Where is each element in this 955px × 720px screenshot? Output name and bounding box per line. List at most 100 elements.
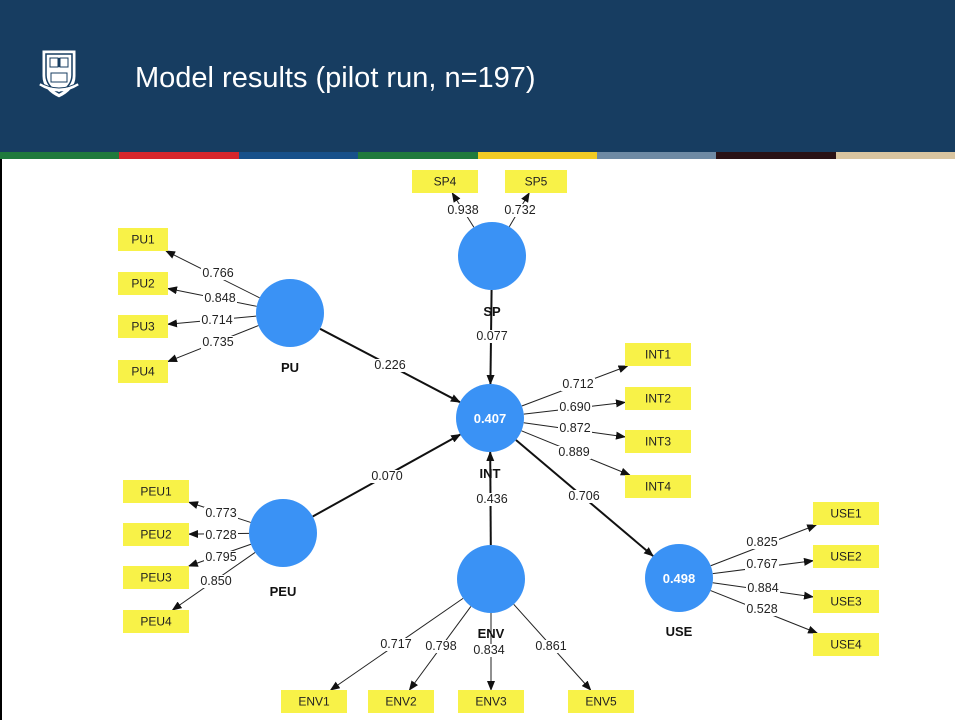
latent-node-int[interactable] [456, 384, 524, 452]
loading-value-bg [199, 575, 233, 588]
loading-value-pu1: 0.766 [202, 266, 233, 280]
path-coef-bg [475, 330, 509, 343]
latent-node-peu[interactable] [249, 499, 317, 567]
indicator-box-env3[interactable] [458, 690, 524, 713]
latent-node-pu[interactable] [256, 279, 324, 347]
indicator-label-env5: ENV5 [585, 695, 617, 709]
loading-value-env5: 0.861 [535, 639, 566, 653]
indicator-label-env2: ENV2 [385, 695, 417, 709]
path-coef-env-to-int: 0.436 [476, 492, 507, 506]
path-coef-bg [370, 470, 404, 483]
loading-value-use1: 0.825 [746, 535, 777, 549]
indicator-box-pu1[interactable] [118, 228, 168, 251]
indicator-label-peu1: PEU1 [140, 485, 172, 499]
latent-label-env: ENV [478, 626, 505, 641]
indicator-box-env5[interactable] [568, 690, 634, 713]
color-stripe-bar [0, 152, 955, 159]
indicator-box-use4[interactable] [813, 633, 879, 656]
indicator-label-use3: USE3 [830, 595, 862, 609]
r-squared-use: 0.498 [663, 571, 696, 586]
loading-value-pu2: 0.848 [204, 291, 235, 305]
loading-value-bg [503, 204, 537, 217]
latent-label-use: USE [666, 624, 693, 639]
indicator-box-pu2[interactable] [118, 272, 168, 295]
indicator-label-pu1: PU1 [131, 233, 155, 247]
loading-value-bg [201, 336, 235, 349]
color-stripe-5 [477, 152, 597, 159]
loading-value-bg [204, 529, 238, 542]
indicator-label-sp4: SP4 [434, 175, 457, 189]
color-stripe-6 [596, 152, 717, 159]
loading-value-int4: 0.889 [558, 445, 589, 459]
loading-value-peu4: 0.850 [200, 574, 231, 588]
indicator-box-int2[interactable] [625, 387, 691, 410]
loading-value-use4: 0.528 [746, 602, 777, 616]
loading-value-bg [379, 638, 413, 651]
indicator-label-peu2: PEU2 [140, 528, 172, 542]
indicator-label-use2: USE2 [830, 550, 862, 564]
indicator-box-sp4[interactable] [412, 170, 478, 193]
loading-value-env2: 0.798 [425, 639, 456, 653]
loading-value-bg [534, 640, 568, 653]
loading-value-bg [201, 267, 235, 280]
latent-label-pu: PU [281, 360, 299, 375]
indicator-box-int1[interactable] [625, 343, 691, 366]
loading-value-pu4: 0.735 [202, 335, 233, 349]
indicator-label-env3: ENV3 [475, 695, 507, 709]
indicator-label-peu3: PEU3 [140, 571, 172, 585]
indicator-box-sp5[interactable] [505, 170, 567, 193]
latent-node-env[interactable] [457, 545, 525, 613]
r-squared-int: 0.407 [474, 411, 507, 426]
indicator-box-peu3[interactable] [123, 566, 189, 589]
loading-value-peu1: 0.773 [205, 506, 236, 520]
latent-node-sp[interactable] [458, 222, 526, 290]
loading-value-use2: 0.767 [746, 557, 777, 571]
indicator-box-pu3[interactable] [118, 315, 168, 338]
indicator-box-use1[interactable] [813, 502, 879, 525]
indicator-box-env1[interactable] [281, 690, 347, 713]
latent-node-use[interactable] [645, 544, 713, 612]
path-coef-bg [567, 490, 601, 503]
indicator-label-pu3: PU3 [131, 320, 155, 334]
loading-value-bg [558, 401, 592, 414]
loading-value-sp4: 0.938 [447, 203, 478, 217]
loading-value-bg [557, 446, 591, 459]
indicator-box-pu4[interactable] [118, 360, 168, 383]
color-stripe-3 [238, 152, 359, 159]
loading-value-bg [204, 507, 238, 520]
indicator-box-use2[interactable] [813, 545, 879, 568]
university-crest-icon [38, 46, 80, 100]
slide-header: Model results (pilot run, n=197) [0, 0, 955, 152]
indicator-box-int4[interactable] [625, 475, 691, 498]
color-stripe-2 [119, 152, 239, 159]
loading-value-bg [561, 378, 595, 391]
indicator-label-int4: INT4 [645, 480, 671, 494]
path-coef-bg [475, 493, 509, 506]
indicator-label-int3: INT3 [645, 435, 671, 449]
indicator-box-use3[interactable] [813, 590, 879, 613]
loading-value-bg [200, 314, 234, 327]
indicator-box-peu2[interactable] [123, 523, 189, 546]
loading-value-env3: 0.834 [473, 643, 504, 657]
indicator-box-int3[interactable] [625, 430, 691, 453]
loading-value-int2: 0.690 [559, 400, 590, 414]
indicator-box-peu1[interactable] [123, 480, 189, 503]
loading-value-bg [424, 640, 458, 653]
path-coef-sp-to-int: 0.077 [476, 329, 507, 343]
loading-value-pu3: 0.714 [201, 313, 232, 327]
loading-value-bg [558, 422, 592, 435]
loading-value-env1: 0.717 [380, 637, 411, 651]
color-stripe-4 [358, 152, 478, 159]
indicator-box-peu4[interactable] [123, 610, 189, 633]
indicator-label-use4: USE4 [830, 638, 862, 652]
indicator-label-int2: INT2 [645, 392, 671, 406]
indicator-box-env2[interactable] [368, 690, 434, 713]
indicator-label-pu2: PU2 [131, 277, 155, 291]
color-stripe-8 [835, 152, 955, 159]
path-coef-int-to-use: 0.706 [568, 489, 599, 503]
indicator-label-int1: INT1 [645, 348, 671, 362]
path-coef-bg [373, 359, 407, 372]
loading-value-int1: 0.712 [562, 377, 593, 391]
loading-value-bg [446, 204, 480, 217]
